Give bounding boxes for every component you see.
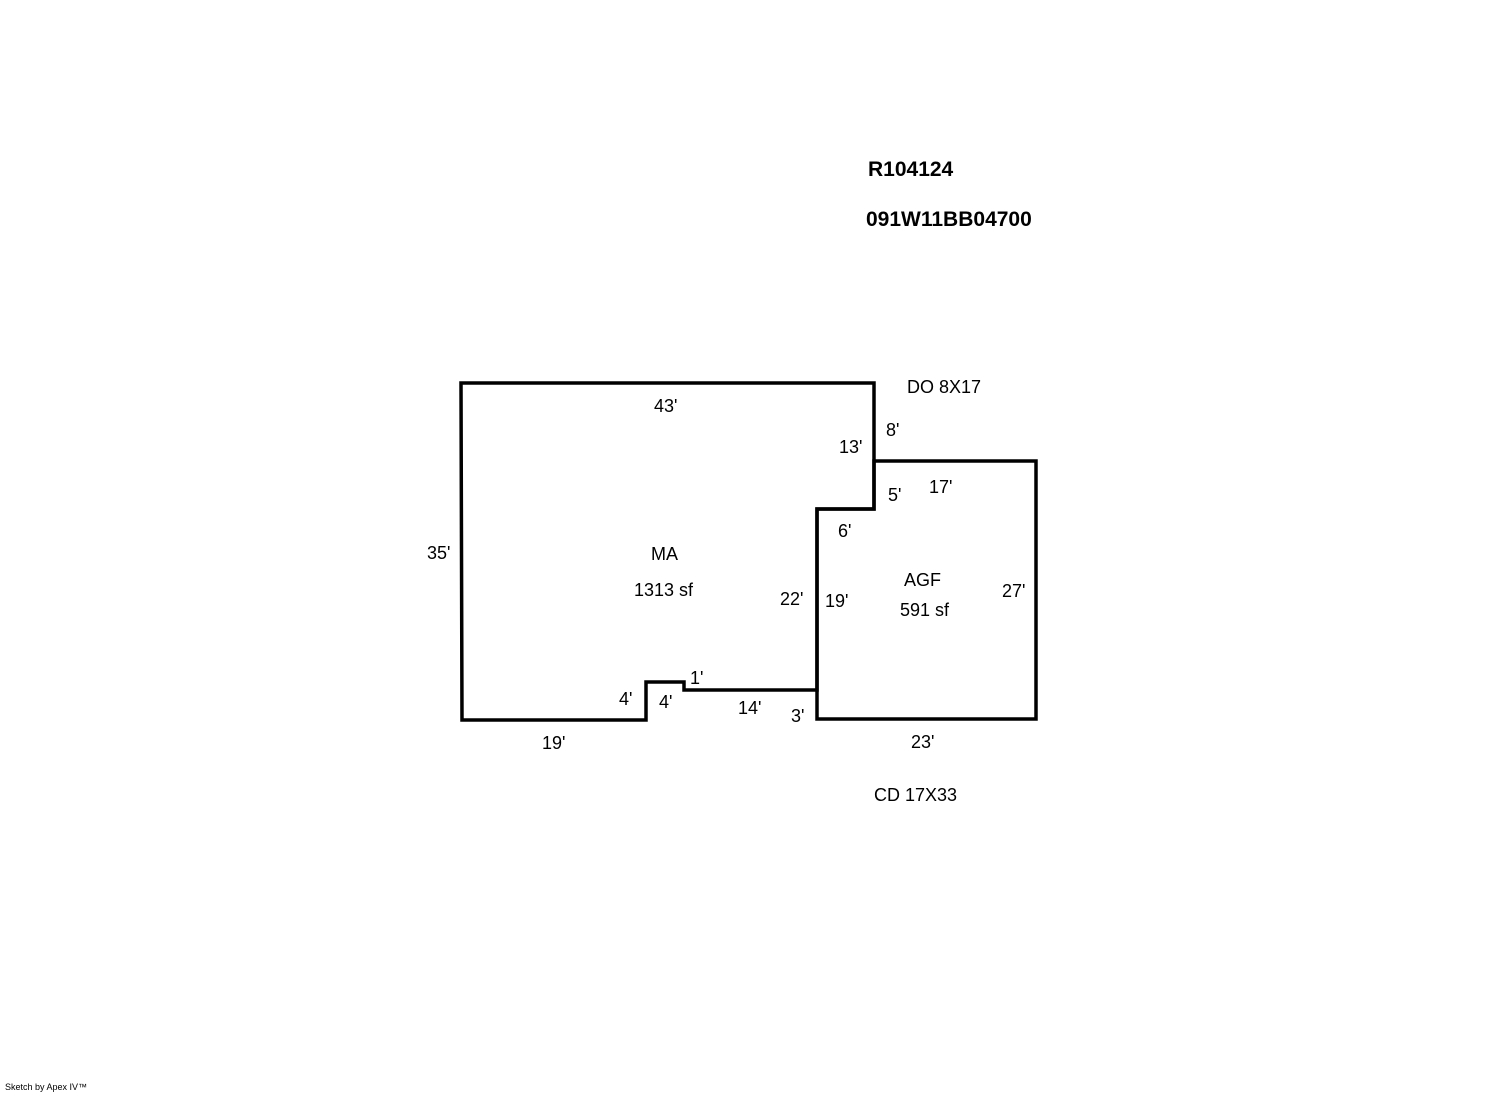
- dim-garage-right: 27': [1002, 581, 1026, 601]
- deck-covered-label: CD 17X33: [874, 785, 958, 805]
- deck-open-label: DO 8X17: [907, 377, 982, 397]
- dim-garage-top-offset: 8': [886, 420, 900, 440]
- dim-garage-notch-top: 6': [838, 521, 852, 541]
- sketch-credit: Sketch by Apex IV™: [5, 1082, 88, 1092]
- dim-main-top: 43': [654, 396, 678, 416]
- account-id: R104124: [868, 158, 954, 181]
- dim-main-bottom-left: 19': [542, 733, 566, 753]
- dim-main-right: 22': [780, 589, 804, 609]
- parcel-id: 091W11BB04700: [866, 208, 1032, 231]
- dim-main-step-bottom: 3': [791, 706, 805, 726]
- dim-main-bottom-mid: 14': [738, 698, 762, 718]
- dim-main-notch-right: 13': [839, 437, 863, 457]
- dim-garage-top: 17': [929, 477, 953, 497]
- dim-garage-left: 19': [825, 591, 849, 611]
- dim-garage-bottom: 23': [911, 732, 935, 752]
- dim-garage-notch-right: 5': [888, 485, 902, 505]
- main-area-size: 1313 sf: [634, 580, 694, 600]
- garage-area-code: AGF: [904, 570, 942, 590]
- dim-main-left: 35': [427, 543, 451, 563]
- garage-area-size: 591 sf: [900, 600, 950, 620]
- dim-main-step-up: 4': [619, 689, 633, 709]
- garage-outline: [815, 459, 1038, 721]
- main-area-code: MA: [651, 544, 678, 564]
- dim-main-step-top: 4': [659, 692, 673, 712]
- dim-main-step-small: 1': [690, 668, 704, 688]
